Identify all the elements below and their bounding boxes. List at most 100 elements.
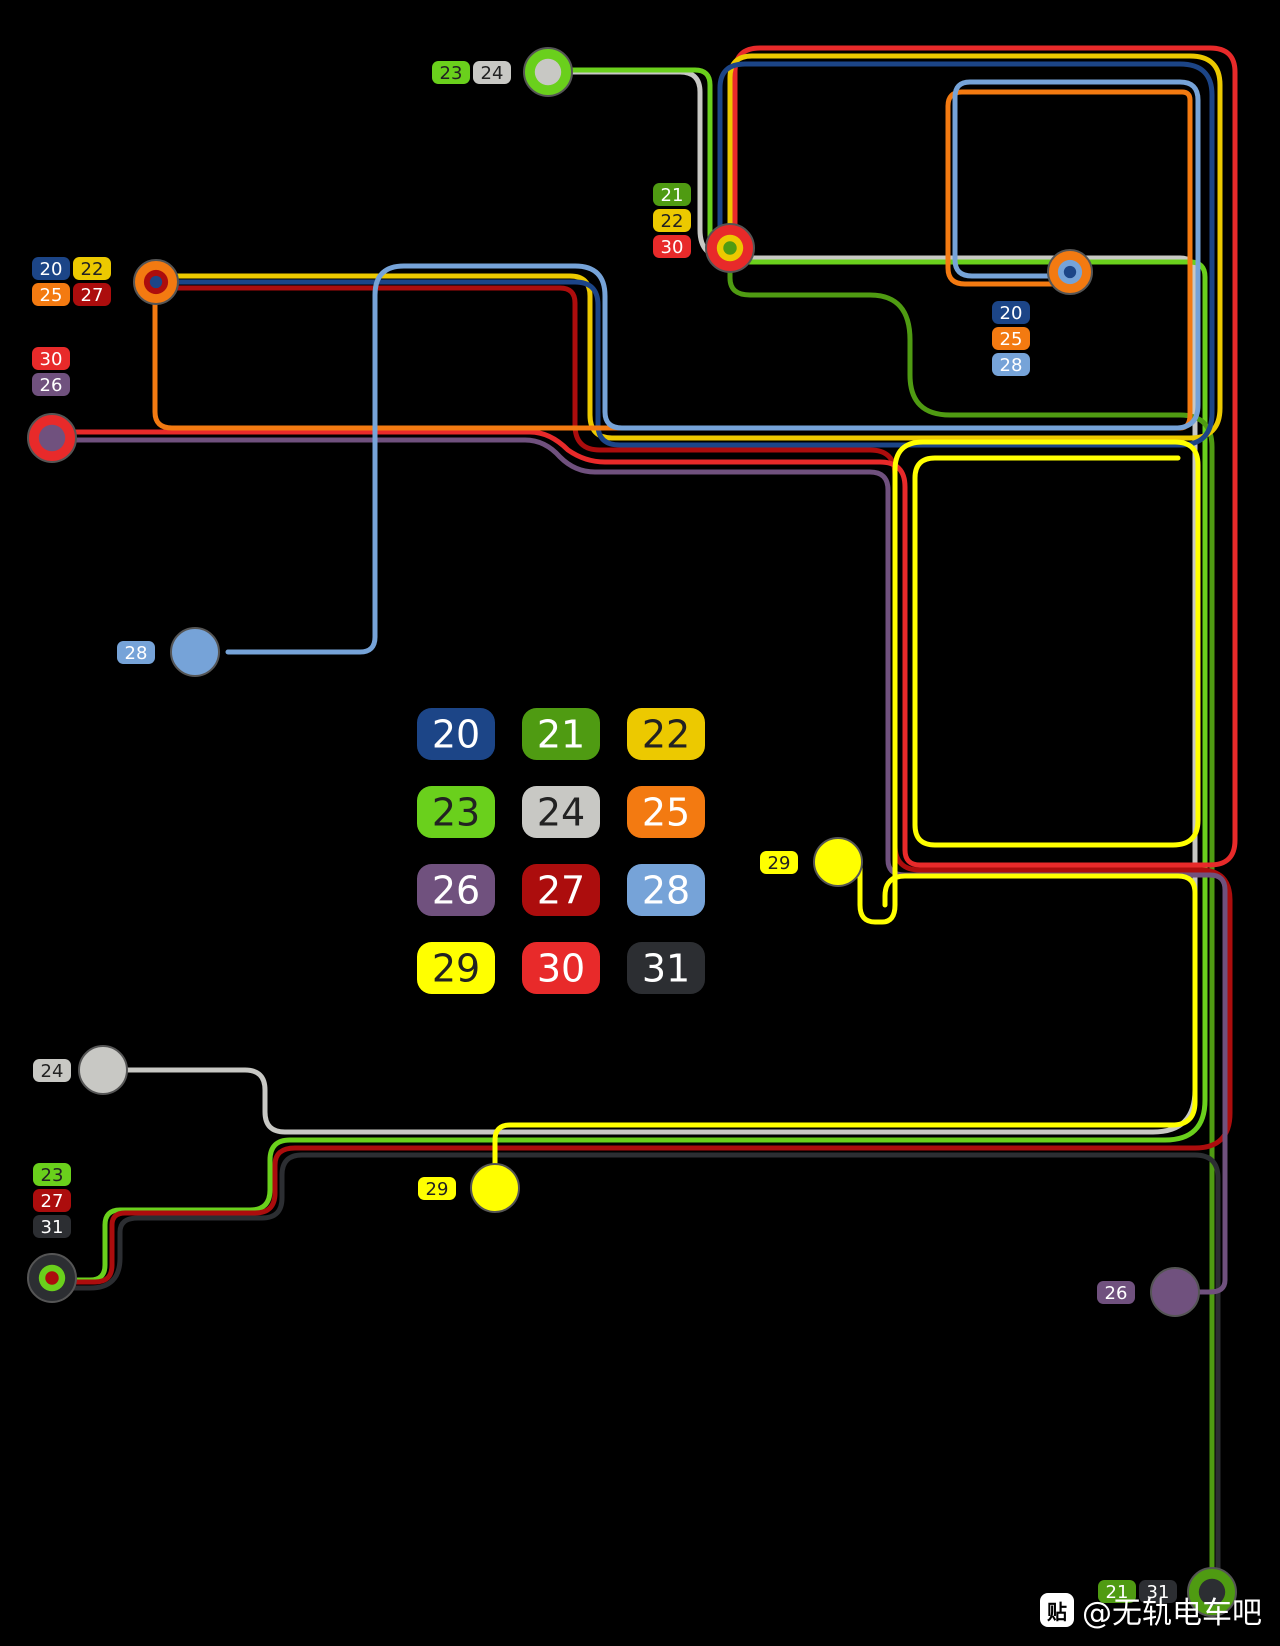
label-terminal-23-27-31-23: 23 [33, 1163, 71, 1186]
svg-text:23: 23 [432, 791, 480, 835]
svg-text:30: 30 [40, 349, 63, 370]
label-terminal-20-22-25-27-25: 25 [32, 283, 70, 306]
label-terminal-29-upper-29: 29 [760, 851, 798, 874]
svg-text:27: 27 [537, 869, 585, 913]
legend-item-29: 29 [417, 942, 495, 994]
station-29-upper[interactable] [813, 837, 863, 887]
label-terminal-20-25-28-28: 28 [992, 353, 1030, 376]
route-31 [54, 1152, 1221, 1593]
route-27 [49, 285, 1233, 1285]
label-terminal-20-22-25-27-27: 27 [73, 283, 111, 306]
svg-text:22: 22 [642, 713, 690, 757]
svg-text:31: 31 [1147, 1582, 1170, 1603]
station-23-27-31[interactable] [27, 1253, 77, 1303]
svg-text:29: 29 [426, 1179, 449, 1200]
svg-text:25: 25 [642, 791, 690, 835]
route-26 [52, 437, 1228, 1295]
station-20-25-28[interactable] [1047, 249, 1093, 295]
svg-text:29: 29 [432, 947, 480, 991]
svg-text:24: 24 [481, 63, 504, 84]
station-21-31[interactable] [1187, 1567, 1237, 1617]
label-terminal-20-25-28-25: 25 [992, 327, 1030, 350]
svg-text:20: 20 [432, 713, 480, 757]
route-29 [857, 439, 1201, 925]
stations [27, 47, 1237, 1617]
svg-text:22: 22 [81, 259, 104, 280]
label-terminal-21-31-21: 21 [1098, 1580, 1136, 1603]
legend-item-27: 27 [522, 864, 600, 916]
tieba-icon: 贴 [1040, 1593, 1074, 1627]
label-terminal-23-24-24: 24 [473, 61, 511, 84]
svg-text:20: 20 [1000, 303, 1023, 324]
svg-text:21: 21 [661, 185, 684, 206]
station-24-lower[interactable] [78, 1045, 128, 1095]
svg-text:26: 26 [1105, 1283, 1128, 1304]
legend-item-25: 25 [627, 786, 705, 838]
label-terminal-30-26-30: 30 [32, 347, 70, 370]
legend-item-23: 23 [417, 786, 495, 838]
svg-text:26: 26 [432, 869, 480, 913]
svg-text:28: 28 [125, 643, 148, 664]
legend-item-28: 28 [627, 864, 705, 916]
svg-text:27: 27 [81, 285, 104, 306]
label-terminal-23-27-31-31: 31 [33, 1215, 71, 1238]
svg-text:31: 31 [41, 1217, 64, 1238]
station-30-26[interactable] [27, 413, 77, 463]
route-29 [492, 873, 1198, 1188]
label-terminal-26-lower-26: 26 [1097, 1281, 1135, 1304]
label-terminal-20-22-25-27-20: 20 [32, 257, 70, 280]
legend-item-21: 21 [522, 708, 600, 760]
svg-text:21: 21 [537, 713, 585, 757]
legend-item-30: 30 [522, 942, 600, 994]
station-28[interactable] [170, 627, 220, 677]
label-terminal-28-28: 28 [117, 641, 155, 664]
label-terminal-21-22-30-22: 22 [653, 209, 691, 232]
svg-text:26: 26 [40, 375, 63, 396]
station-21-22-30[interactable] [705, 223, 755, 273]
label-terminal-24-lower-24: 24 [33, 1059, 71, 1082]
watermark: 贴 @无轨电车吧 [1040, 1588, 1262, 1632]
watermark-text: @无轨电车吧 [1082, 1596, 1262, 1631]
svg-text:30: 30 [661, 237, 684, 258]
label-terminal-29-lower-29: 29 [418, 1177, 456, 1200]
svg-text:24: 24 [537, 791, 585, 835]
station-23-24[interactable] [523, 47, 573, 97]
label-terminal-21-22-30-21: 21 [653, 183, 691, 206]
svg-text:31: 31 [642, 947, 690, 991]
svg-text:29: 29 [768, 853, 791, 874]
label-terminal-21-22-30-30: 30 [653, 235, 691, 258]
legend: 20 21 22 23 24 25 26 27 28 29 30 31 [417, 708, 705, 994]
svg-text:24: 24 [41, 1061, 64, 1082]
route-23 [49, 67, 1208, 1283]
route-28 [225, 79, 1201, 655]
label-terminal-23-24-23: 23 [432, 61, 470, 84]
svg-text:28: 28 [642, 869, 690, 913]
legend-item-20: 20 [417, 708, 495, 760]
route-30 [52, 45, 1238, 868]
svg-text:20: 20 [40, 259, 63, 280]
svg-text:28: 28 [1000, 355, 1023, 376]
svg-text:25: 25 [1000, 329, 1023, 350]
station-26-lower[interactable] [1150, 1267, 1200, 1317]
station-labels: 23 24 21 22 30 20 22 25 27 30 26 20 25 28 28 29 24 29 23 27… [32, 61, 1177, 1603]
station-29-lower[interactable] [470, 1163, 520, 1213]
route-22 [157, 53, 1223, 441]
legend-item-31: 31 [627, 942, 705, 994]
label-terminal-21-31-31: 31 [1139, 1580, 1177, 1603]
svg-text:21: 21 [1106, 1582, 1129, 1603]
label-terminal-20-25-28-20: 20 [992, 301, 1030, 324]
label-terminal-30-26-26: 26 [32, 373, 70, 396]
label-terminal-23-27-31-27: 27 [33, 1189, 71, 1212]
legend-item-22: 22 [627, 708, 705, 760]
svg-text:23: 23 [41, 1165, 64, 1186]
label-terminal-20-22-25-27-22: 22 [73, 257, 111, 280]
svg-text:22: 22 [661, 211, 684, 232]
svg-text:27: 27 [41, 1191, 64, 1212]
station-20-22-25-27[interactable] [133, 259, 179, 305]
svg-text:23: 23 [440, 63, 463, 84]
svg-text:30: 30 [537, 947, 585, 991]
legend-item-26: 26 [417, 864, 495, 916]
svg-text:25: 25 [40, 285, 63, 306]
legend-item-24: 24 [522, 786, 600, 838]
